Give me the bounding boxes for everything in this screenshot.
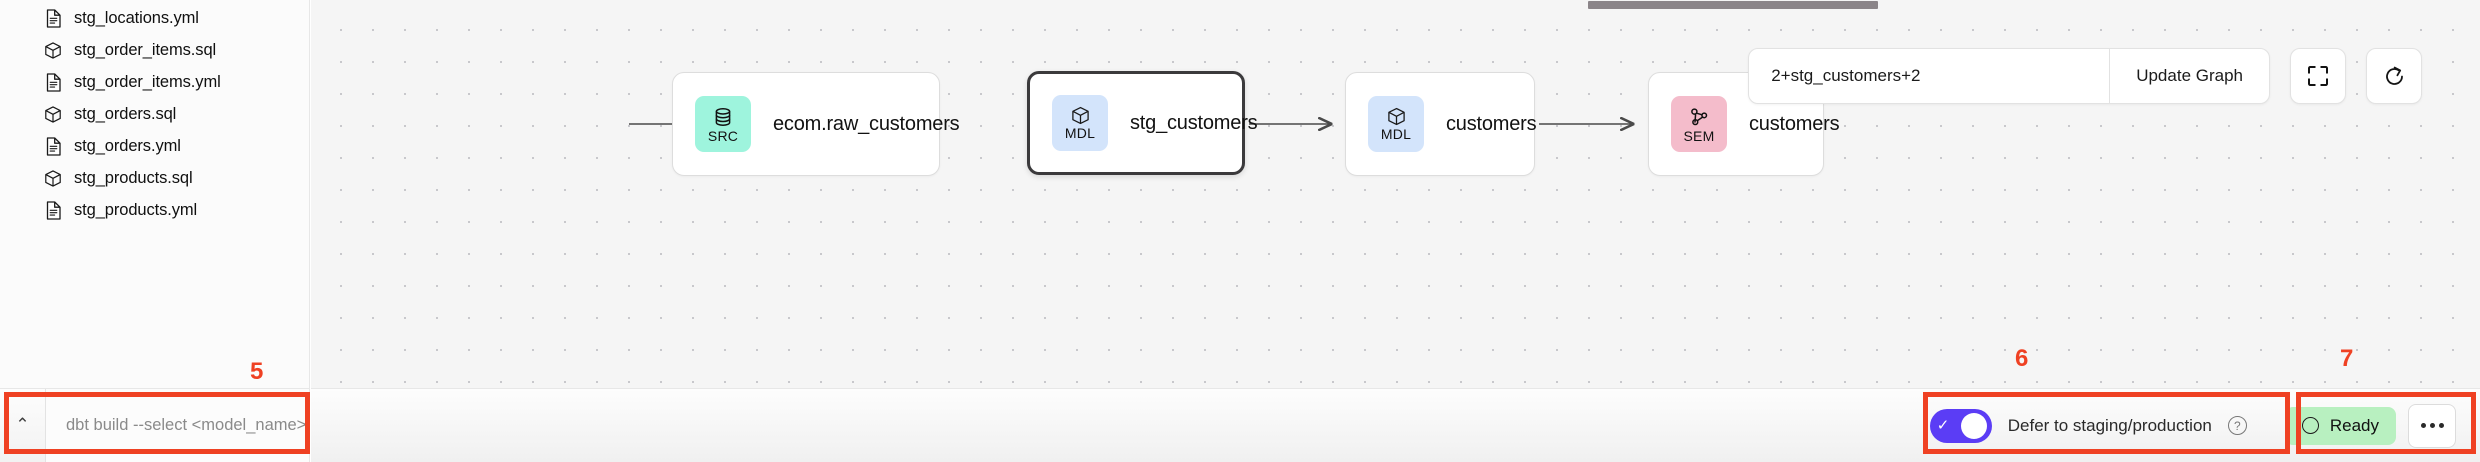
node-type-badge: MDL	[1052, 95, 1108, 151]
status-badge[interactable]: Ready	[2284, 406, 2396, 445]
dbt-command-bar: ⌃ dbt build --select <model_name>	[0, 388, 310, 462]
lineage-graph-canvas[interactable]: 2+stg_customers+2 Update Graph SRC ecom.r…	[311, 0, 2480, 388]
database-icon	[712, 106, 734, 128]
graph-node-label: stg_customers	[1130, 111, 1258, 134]
node-type-badge: SEM	[1671, 96, 1727, 152]
file-list-item[interactable]: stg_orders.yml	[0, 130, 309, 162]
file-list-item[interactable]: stg_products.yml	[0, 194, 309, 226]
file-yml-icon	[44, 72, 62, 92]
refresh-button[interactable]	[2366, 48, 2422, 104]
graph-node-label: ecom.raw_customers	[773, 112, 960, 135]
graph-node-stg[interactable]: MDL stg_customers	[1027, 71, 1258, 175]
file-list-item[interactable]: stg_products.sql	[0, 162, 309, 194]
check-icon: ✓	[1936, 417, 1950, 434]
update-graph-button[interactable]: Update Graph	[2109, 49, 2269, 103]
toggle-knob	[1960, 412, 1987, 439]
status-circle-icon	[2301, 417, 2319, 434]
graph-toolbar: 2+stg_customers+2 Update Graph	[1748, 48, 2422, 104]
file-list-item-label: stg_products.sql	[74, 168, 193, 187]
node-type-label: SRC	[707, 127, 739, 144]
file-list-item[interactable]: stg_order_items.sql	[0, 34, 309, 66]
command-bar-expand-button[interactable]: ⌃	[0, 389, 46, 462]
graph-selector-value: 2+stg_customers+2	[1771, 66, 1921, 85]
dbt-command-placeholder: dbt build --select <model_name>	[66, 416, 307, 434]
ready-status-group: Ready	[2279, 400, 2462, 452]
fullscreen-icon	[2308, 66, 2328, 86]
node-type-label: MDL	[1064, 125, 1096, 141]
file-yml-icon	[44, 8, 62, 28]
file-list-item-label: stg_order_items.yml	[74, 72, 221, 91]
defer-toggle-group: ✓ Defer to staging/production ?	[1916, 400, 2261, 452]
file-list-item-label: stg_orders.sql	[74, 104, 177, 123]
file-list-item-label: stg_products.yml	[74, 200, 198, 219]
node-type-label: MDL	[1380, 126, 1412, 142]
horizontal-scrollbar-track[interactable]	[311, 0, 2480, 10]
graph-node-label: customers	[1749, 112, 1840, 135]
cube-icon	[1387, 107, 1406, 126]
graph-selector-input[interactable]: 2+stg_customers+2	[1749, 49, 2109, 103]
defer-toggle[interactable]: ✓	[1929, 408, 1992, 443]
annotation-number-5: 5	[250, 358, 264, 385]
graph-node-src[interactable]: SRC ecom.raw_customers	[672, 72, 960, 176]
more-options-button[interactable]	[2408, 403, 2456, 448]
node-type-badge: SRC	[695, 96, 751, 152]
ellipsis-icon	[2420, 423, 2444, 428]
semantic-graph-icon	[1688, 106, 1710, 128]
file-list-item-label: stg_locations.yml	[74, 8, 199, 27]
cube-sql-icon	[44, 169, 62, 187]
file-list-item-label: stg_order_items.sql	[74, 40, 217, 59]
dbt-command-input[interactable]: dbt build --select <model_name>	[46, 389, 309, 462]
file-explorer-sidebar: stg_locations.yml stg_order_items.sql stg_…	[0, 0, 310, 388]
update-graph-label: Update Graph	[2136, 66, 2243, 85]
file-list-item-label: stg_orders.yml	[74, 136, 181, 155]
annotation-number-7: 7	[2340, 345, 2354, 372]
defer-toggle-label: Defer to staging/production	[2007, 415, 2212, 435]
status-badge-label: Ready	[2329, 415, 2379, 435]
annotation-number-6: 6	[2015, 345, 2029, 372]
graph-node-mdl_cust[interactable]: MDL customers	[1345, 72, 1537, 176]
chevron-up-icon: ⌃	[15, 415, 30, 434]
file-yml-icon	[44, 200, 62, 220]
node-type-label: SEM	[1683, 127, 1715, 144]
cube-sql-icon	[44, 105, 62, 123]
horizontal-scrollbar-thumb[interactable]	[1588, 1, 1878, 9]
fullscreen-button[interactable]	[2290, 48, 2346, 104]
question-mark-icon[interactable]: ?	[2227, 416, 2247, 435]
graph-selector-combo: 2+stg_customers+2 Update Graph	[1748, 48, 2270, 104]
file-list-item[interactable]: stg_orders.sql	[0, 98, 309, 130]
file-list-item[interactable]: stg_locations.yml	[0, 2, 309, 34]
refresh-icon	[2385, 66, 2403, 85]
graph-node-label: customers	[1446, 112, 1537, 135]
file-list: stg_locations.yml stg_order_items.sql stg_…	[0, 0, 309, 226]
cube-icon	[1071, 106, 1090, 125]
cube-sql-icon	[44, 41, 62, 59]
bottom-status-bar: ✓ Defer to staging/production ? Ready	[311, 388, 2480, 462]
node-type-badge: MDL	[1368, 96, 1424, 152]
file-list-item[interactable]: stg_order_items.yml	[0, 66, 309, 98]
file-yml-icon	[44, 136, 62, 156]
